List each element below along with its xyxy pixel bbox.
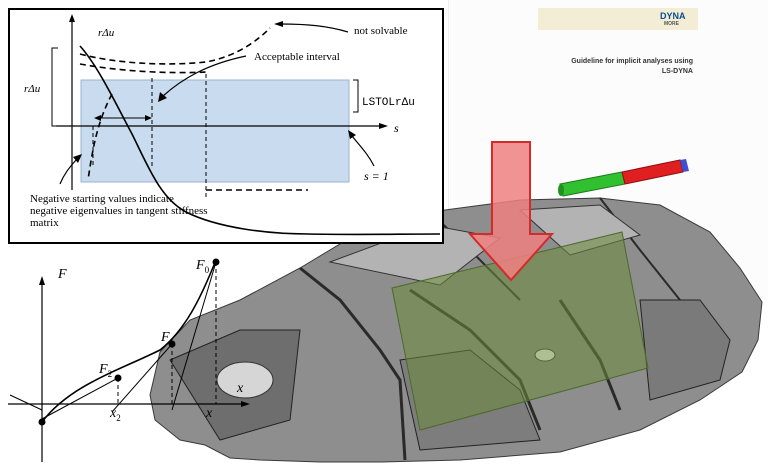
acceptable-interval-text: Acceptable interval xyxy=(254,51,340,63)
line-search-plot xyxy=(51,14,441,236)
newton-f0-text: F xyxy=(196,258,205,273)
newton-x-axis-label: x xyxy=(237,382,243,396)
inset-tolerance-text: LSTOLrΔu xyxy=(362,97,415,109)
line-search-inset: rΔu rΔu LSTOLrΔu s s = 1 not solvable Ac… xyxy=(8,8,444,244)
newton-x2-sub: 2 xyxy=(116,412,121,423)
inset-s-axis-label: s xyxy=(394,122,399,134)
newton-f2-sub: 2 xyxy=(107,368,113,379)
dyna-logo-sub: MORE xyxy=(664,21,679,27)
newton-f1-sub: 1 xyxy=(169,336,175,347)
negative-values-text: Negative starting values indicate negati… xyxy=(30,193,208,229)
document-title-line2: LS-DYNA xyxy=(661,68,693,75)
newton-f1-label: F1 xyxy=(161,331,174,347)
newton-f1-text: F xyxy=(161,330,170,345)
newton-x2-label: x2 xyxy=(110,407,121,423)
document-header-band xyxy=(538,8,698,30)
newton-f2-label: F2 xyxy=(99,363,112,379)
inset-y-axis-text: rΔu xyxy=(98,27,115,39)
inset-y-axis-label: rΔu xyxy=(98,28,114,39)
newton-x1-label: x xyxy=(206,407,212,421)
load-plane xyxy=(391,231,649,431)
acceptable-interval-label: Acceptable interval xyxy=(254,52,340,63)
document-title: Guideline for implicit analyses using LS… xyxy=(540,57,693,77)
dyna-logo-text: DYNA xyxy=(660,11,686,21)
newton-f0-sub: 0 xyxy=(204,264,210,275)
newton-diagram xyxy=(8,258,250,462)
load-arrow xyxy=(467,141,555,282)
newton-x-axis-text: x xyxy=(237,381,244,396)
newton-f2-text: F xyxy=(99,362,108,377)
acceptable-band xyxy=(80,79,350,183)
not-solvable-label: not solvable xyxy=(354,26,407,37)
newton-x2-text: x xyxy=(110,406,117,421)
newton-x1-text: x xyxy=(206,406,213,421)
not-solvable-text: not solvable xyxy=(354,25,408,37)
inset-left-bracket-label: rΔu xyxy=(24,84,40,95)
inset-s-axis-text: s xyxy=(394,121,399,135)
dyna-logo-sub-text: MORE xyxy=(664,21,679,27)
inset-s-end-label: s = 1 xyxy=(364,170,389,182)
document-title-line1: Guideline for implicit analyses using xyxy=(571,58,693,65)
newton-f-axis-text: F xyxy=(58,267,67,282)
negative-values-note: Negative starting values indicate negati… xyxy=(30,193,210,229)
dyna-logo: DYNA xyxy=(660,11,686,21)
colored-rod xyxy=(558,159,689,197)
inset-left-bracket-text: rΔu xyxy=(24,83,41,95)
newton-f0-label: F0 xyxy=(196,259,209,275)
inset-tolerance-label: LSTOLrΔu xyxy=(362,98,415,109)
newton-f-axis-label: F xyxy=(58,268,67,282)
inset-s-end-text: s = 1 xyxy=(364,169,389,183)
